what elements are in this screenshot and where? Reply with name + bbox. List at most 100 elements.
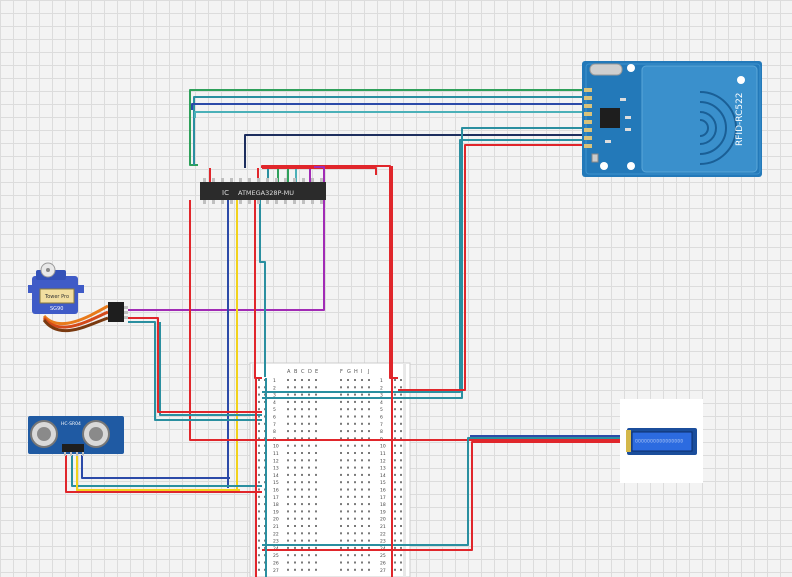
rail-hole[interactable] — [394, 481, 396, 484]
wire-darkblue-rfid-mcu[interactable] — [244, 134, 586, 168]
breadboard-hole[interactable] — [361, 444, 363, 447]
breadboard-hole[interactable] — [308, 452, 310, 454]
mcu-pin[interactable] — [221, 200, 224, 204]
breadboard-hole[interactable] — [368, 546, 370, 549]
breadboard-hole[interactable] — [361, 459, 363, 462]
breadboard-hole[interactable] — [308, 517, 310, 520]
rail-hole[interactable] — [394, 554, 396, 557]
mcu-pin[interactable] — [275, 200, 278, 204]
breadboard-hole[interactable] — [294, 386, 296, 389]
breadboard-hole[interactable] — [361, 386, 363, 389]
rail-hole[interactable] — [400, 473, 402, 476]
breadboard-hole[interactable] — [301, 430, 303, 433]
breadboard-hole[interactable] — [347, 444, 349, 447]
breadboard-hole[interactable] — [287, 473, 289, 476]
breadboard-hole[interactable] — [368, 400, 370, 403]
rail-hole[interactable] — [394, 503, 396, 506]
breadboard-hole[interactable] — [361, 408, 363, 411]
breadboard-hole[interactable] — [340, 532, 342, 535]
breadboard-hole[interactable] — [287, 503, 289, 506]
breadboard-hole[interactable] — [301, 386, 303, 389]
breadboard-hole[interactable] — [354, 415, 356, 418]
breadboard-hole[interactable] — [301, 400, 303, 403]
breadboard-hole[interactable] — [315, 554, 317, 557]
breadboard-hole[interactable] — [308, 525, 310, 527]
breadboard-hole[interactable] — [287, 408, 289, 411]
breadboard-hole[interactable] — [294, 422, 296, 425]
rail-hole[interactable] — [258, 546, 260, 549]
breadboard-hole[interactable] — [294, 400, 296, 403]
breadboard-hole[interactable] — [294, 444, 296, 447]
wire-red-servo-bb[interactable] — [128, 317, 262, 413]
breadboard-hole[interactable] — [315, 415, 317, 418]
rail-hole[interactable] — [400, 437, 402, 440]
breadboard-hole[interactable] — [354, 539, 356, 542]
breadboard-hole[interactable] — [308, 481, 310, 484]
breadboard-hole[interactable] — [347, 561, 349, 564]
breadboard-hole[interactable] — [294, 554, 296, 557]
rail-hole[interactable] — [258, 481, 260, 484]
wire-teal-ultra[interactable] — [71, 455, 262, 487]
breadboard-hole[interactable] — [287, 481, 289, 484]
breadboard-hole[interactable] — [361, 539, 363, 542]
breadboard-hole[interactable] — [361, 452, 363, 454]
wires[interactable] — [65, 89, 630, 577]
rail-hole[interactable] — [400, 408, 402, 411]
breadboard-hole[interactable] — [347, 525, 349, 527]
rail-hole[interactable] — [394, 473, 396, 476]
breadboard-hole[interactable] — [368, 386, 370, 389]
breadboard-hole[interactable] — [347, 379, 349, 381]
rail-hole[interactable] — [394, 452, 396, 454]
breadboard-hole[interactable] — [308, 459, 310, 462]
breadboard-hole[interactable] — [354, 386, 356, 389]
rail-hole[interactable] — [258, 473, 260, 476]
rail-hole[interactable] — [394, 561, 396, 564]
breadboard-hole[interactable] — [354, 510, 356, 513]
rail-hole[interactable] — [400, 517, 402, 520]
breadboard-hole[interactable] — [340, 393, 342, 396]
breadboard-hole[interactable] — [340, 473, 342, 476]
breadboard-hole[interactable] — [287, 517, 289, 520]
breadboard-hole[interactable] — [361, 532, 363, 535]
breadboard-hole[interactable] — [361, 415, 363, 418]
breadboard-hole[interactable] — [368, 568, 370, 571]
breadboard-hole[interactable] — [354, 466, 356, 469]
breadboard-hole[interactable] — [347, 568, 349, 571]
breadboard-hole[interactable] — [301, 481, 303, 484]
rfid-pin[interactable] — [584, 120, 592, 124]
rail-hole[interactable] — [400, 568, 402, 571]
rail-hole[interactable] — [258, 554, 260, 557]
breadboard-hole[interactable] — [347, 452, 349, 454]
breadboard-hole[interactable] — [301, 554, 303, 557]
rail-hole[interactable] — [400, 561, 402, 564]
breadboard-hole[interactable] — [294, 546, 296, 549]
rail-hole[interactable] — [394, 466, 396, 469]
breadboard-hole[interactable] — [301, 546, 303, 549]
rail-hole[interactable] — [258, 422, 260, 425]
breadboard-hole[interactable] — [315, 437, 317, 440]
wire-teal-rfid-mcu-2[interactable] — [194, 111, 586, 118]
breadboard-hole[interactable] — [315, 561, 317, 564]
breadboard-hole[interactable] — [347, 393, 349, 396]
rail-hole[interactable] — [400, 546, 402, 549]
breadboard-hole[interactable] — [354, 554, 356, 557]
breadboard-hole[interactable] — [315, 408, 317, 411]
breadboard-hole[interactable] — [347, 400, 349, 403]
breadboard-hole[interactable] — [287, 554, 289, 557]
breadboard-hole[interactable] — [347, 386, 349, 389]
breadboard-hole[interactable] — [368, 430, 370, 433]
mcu-pin[interactable] — [248, 178, 251, 182]
breadboard-hole[interactable] — [287, 568, 289, 571]
rail-hole[interactable] — [400, 510, 402, 513]
breadboard-hole[interactable] — [340, 488, 342, 491]
rail-hole[interactable] — [394, 517, 396, 520]
breadboard-hole[interactable] — [340, 568, 342, 571]
rail-hole[interactable] — [400, 488, 402, 491]
breadboard-hole[interactable] — [340, 466, 342, 469]
breadboard-hole[interactable] — [315, 532, 317, 535]
mcu-pin[interactable] — [212, 178, 215, 182]
rail-hole[interactable] — [394, 386, 396, 389]
breadboard-hole[interactable] — [294, 539, 296, 542]
wire-teal-rfid-mcu-1[interactable] — [193, 96, 586, 165]
rail-hole[interactable] — [394, 437, 396, 440]
